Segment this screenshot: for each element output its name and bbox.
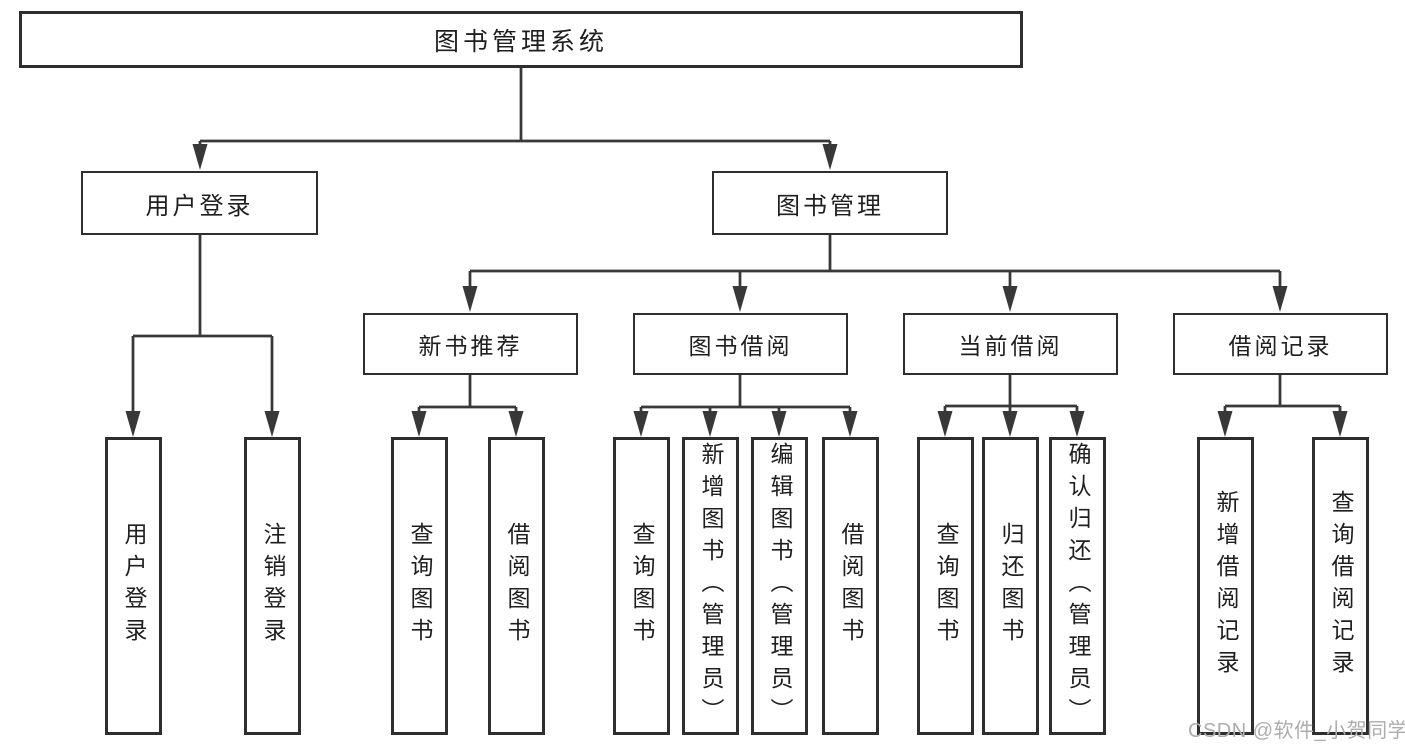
node-label: 注销登录: [260, 522, 286, 650]
leaf-query-books-borrowing: 查询图书: [613, 437, 670, 735]
arrow-down-icon: [842, 411, 858, 437]
node-current-borrowing: 当前借阅: [903, 313, 1118, 375]
node-label: 新增借阅记录: [1213, 490, 1239, 682]
arrow-down-icon: [125, 411, 141, 437]
arrow-down-icon: [822, 144, 838, 170]
node-label: 当前借阅: [958, 333, 1063, 359]
node-book-management: 图书管理: [712, 171, 948, 235]
node-label: 图书管理: [776, 192, 884, 220]
node-label: 查询图书: [407, 522, 433, 650]
node-label: 借阅图书: [838, 522, 864, 650]
leaf-borrow-books-borrowing: 借阅图书: [822, 437, 879, 735]
arrow-down-icon: [937, 411, 953, 437]
node-user-login: 用户登录: [81, 171, 318, 235]
arrow-down-icon: [1217, 411, 1233, 437]
watermark: CSDN @软件_小贺同学: [1188, 720, 1405, 742]
connector-new-book-recommend-to-leaves: [411, 375, 524, 437]
arrow-down-icon: [633, 411, 649, 437]
leaf-logout: 注销登录: [244, 437, 301, 735]
node-library-management-system: 图书管理系统: [19, 11, 1023, 68]
leaf-query-books-current: 查询图书: [917, 437, 974, 735]
arrow-down-icon: [192, 144, 208, 170]
leaf-return-books: 归还图书: [982, 437, 1039, 735]
node-label: 新书推荐: [418, 333, 523, 359]
node-label: 查询图书: [933, 522, 959, 650]
arrow-down-icon: [732, 286, 748, 312]
node-label: 归还图书: [998, 522, 1024, 650]
arrow-down-icon: [702, 411, 718, 437]
node-label: 借阅记录: [1228, 333, 1333, 359]
arrow-down-icon: [411, 411, 427, 437]
leaf-user-login: 用户登录: [105, 437, 162, 735]
connector-book-management-to-level3: [462, 235, 1288, 312]
arrow-down-icon: [1272, 286, 1288, 312]
arrow-down-icon: [508, 411, 524, 437]
connector-user-login-to-leaves: [125, 235, 280, 437]
node-label: 借阅图书: [504, 522, 530, 650]
leaf-confirm-return-admin: 确认归还（管理员）: [1049, 437, 1106, 735]
node-label: 用户登录: [121, 522, 147, 650]
node-label: 新增图书（管理员）: [698, 442, 724, 730]
leaf-edit-books-admin: 编辑图书（管理员）: [751, 437, 808, 735]
arrow-down-icon: [1002, 411, 1018, 437]
leaf-query-books-recommend: 查询图书: [391, 437, 448, 735]
node-label: 图书管理系统: [433, 27, 608, 56]
arrow-down-icon: [264, 411, 280, 437]
leaf-add-borrowing-record: 新增借阅记录: [1197, 437, 1254, 735]
node-label: 编辑图书（管理员）: [767, 442, 793, 730]
leaf-query-borrowing-record: 查询借阅记录: [1312, 437, 1369, 735]
node-label: 查询图书: [629, 522, 655, 650]
arrow-down-icon: [462, 286, 478, 312]
connector-current-borrowing-to-leaves: [937, 375, 1085, 437]
leaf-borrow-books-recommend: 借阅图书: [488, 437, 545, 735]
connector-borrowing-records-to-leaves: [1217, 375, 1348, 437]
arrow-down-icon: [771, 411, 787, 437]
connector-book-borrowing-to-leaves: [633, 375, 858, 437]
node-borrowing-records: 借阅记录: [1173, 313, 1388, 375]
leaf-add-books-admin: 新增图书（管理员）: [682, 437, 739, 735]
arrow-down-icon: [1002, 286, 1018, 312]
node-label: 用户登录: [145, 192, 254, 220]
node-label: 确认归还（管理员）: [1065, 442, 1091, 730]
node-label: 查询借阅记录: [1328, 490, 1354, 682]
node-label: 图书借阅: [688, 333, 793, 359]
connector-root-to-level2: [192, 68, 838, 170]
arrow-down-icon: [1069, 411, 1085, 437]
node-new-book-recommend: 新书推荐: [363, 313, 578, 375]
node-book-borrowing: 图书借阅: [633, 313, 848, 375]
arrow-down-icon: [1332, 411, 1348, 437]
